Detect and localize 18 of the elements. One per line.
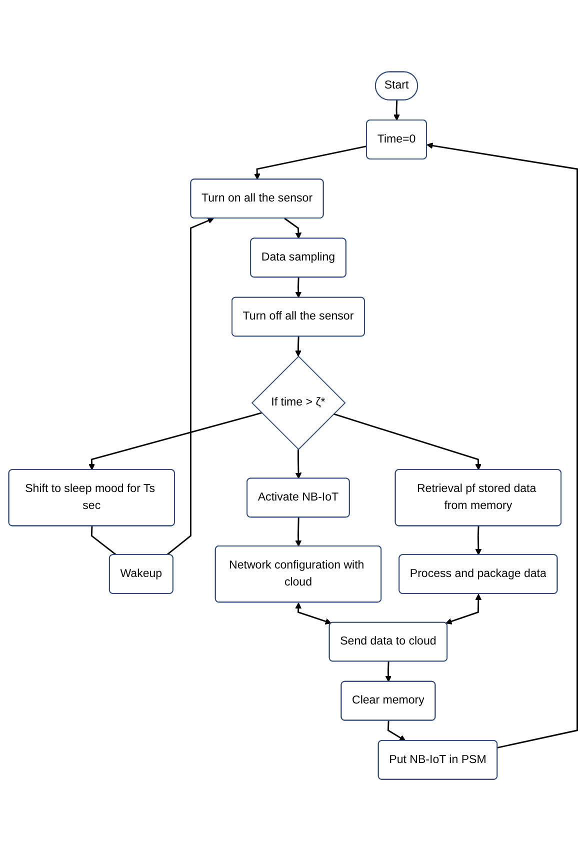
arrow (166, 218, 214, 556)
arrow (475, 526, 482, 556)
arrow (88, 412, 262, 470)
arrow (295, 517, 302, 546)
connector (90, 526, 117, 556)
arrow (295, 602, 332, 624)
arrow (295, 449, 302, 479)
arrow (284, 218, 302, 239)
arrow (295, 336, 302, 357)
arrow (387, 720, 406, 742)
node-diamond: If time > ζ* (251, 356, 346, 450)
arrow (385, 661, 392, 682)
arrow (295, 277, 302, 298)
arrow (254, 145, 368, 180)
arrow (333, 413, 482, 470)
arrow (394, 100, 400, 121)
arrow (426, 142, 578, 748)
arrow (446, 594, 482, 624)
